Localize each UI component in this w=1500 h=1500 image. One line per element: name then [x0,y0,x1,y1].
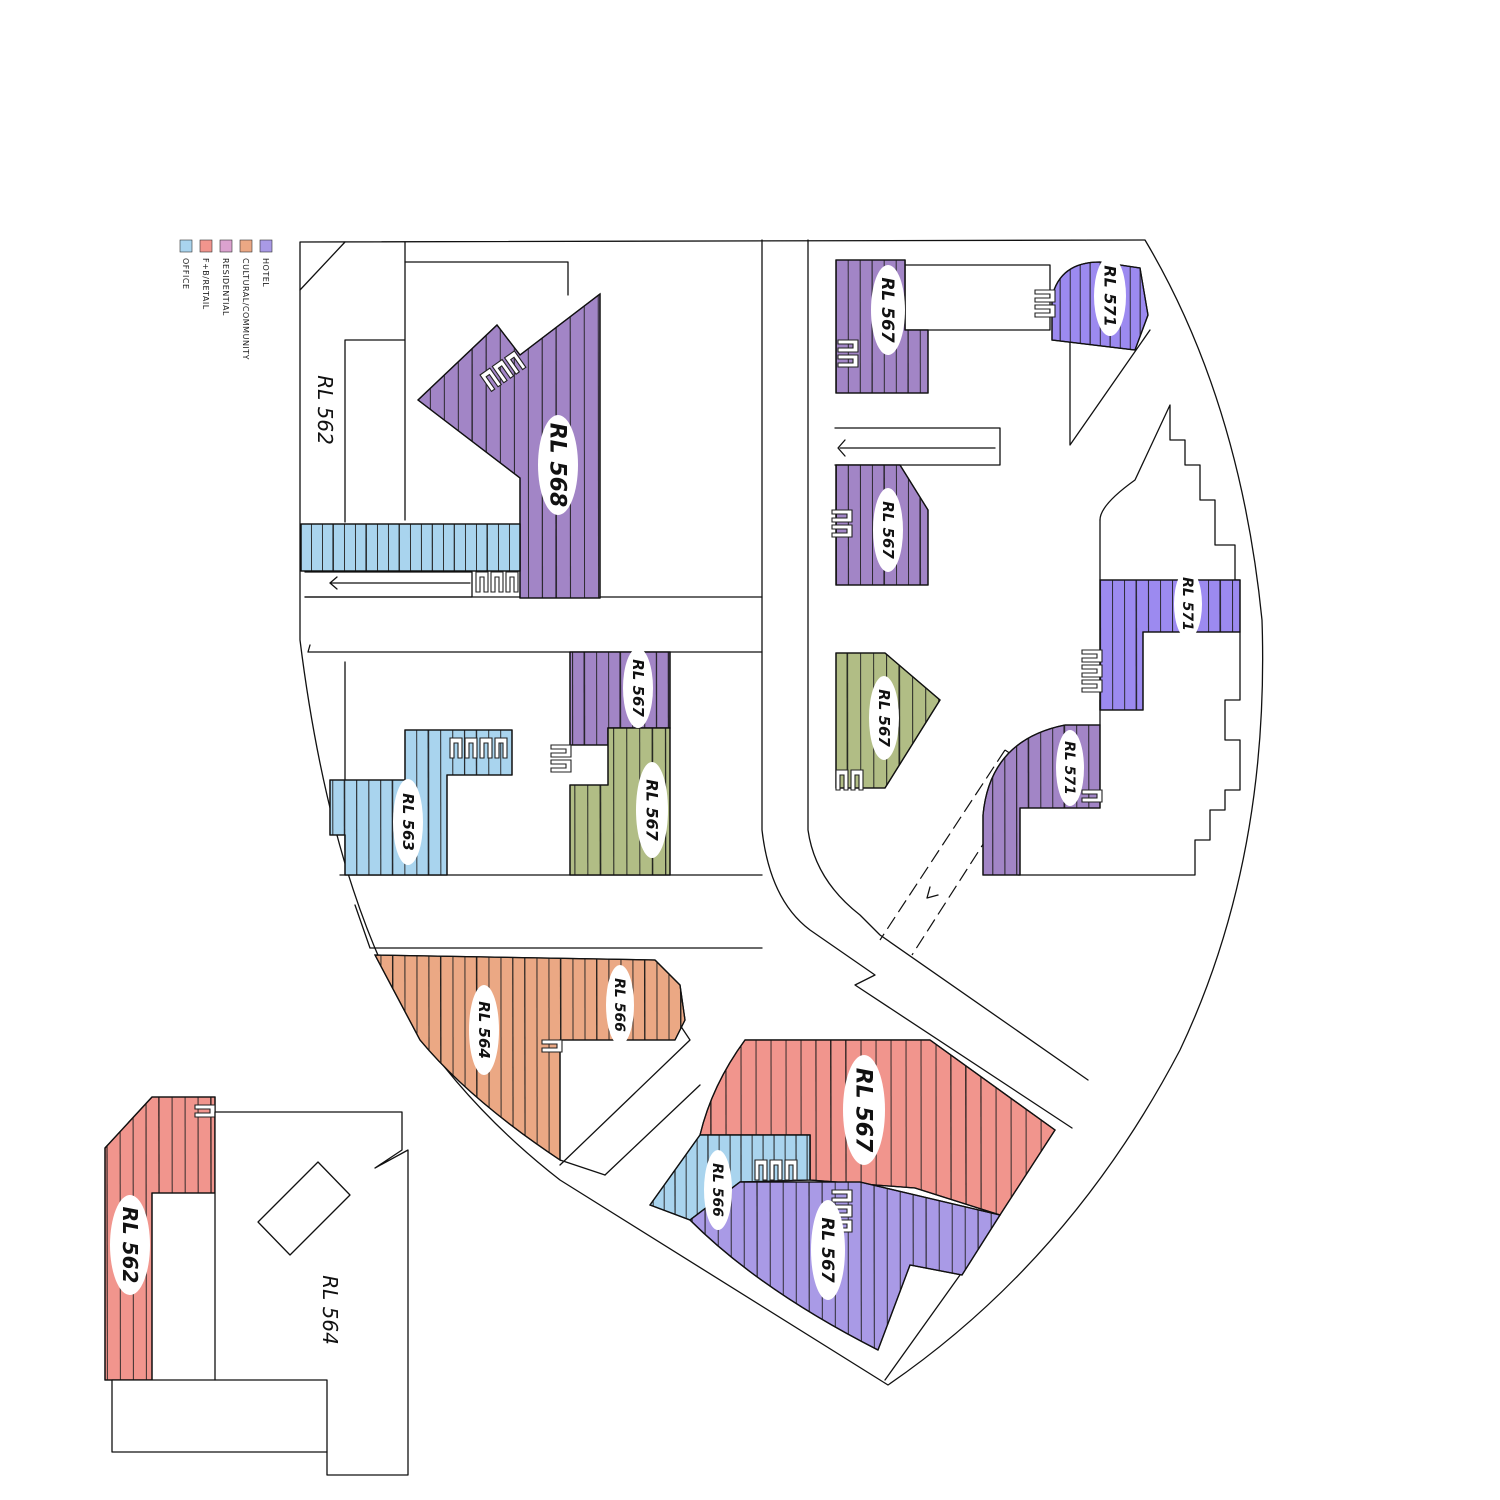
ne-stepped [1099,404,1241,581]
zone-rl571-bright [1099,579,1241,711]
label-rl562-top: RL 562 [313,375,337,445]
svg-text:RL 567: RL 567 [629,659,647,717]
ew-road-2-south [354,904,763,949]
ns-road-east [807,239,1089,1081]
legend-item-office: OFFICE [179,239,193,290]
label-rl571-ne: RL 571 [1094,256,1126,336]
label-rl564: RL 564 [469,985,499,1075]
core-11 [541,1039,563,1053]
legend-item-fb-retail: F+B/RETAIL [199,239,213,310]
legend-item-cultural: CULTURAL/COMMUNITY [239,239,253,360]
label-rl562-red: RL 562 [110,1195,150,1295]
svg-text:RL 571: RL 571 [1179,577,1195,631]
svg-text:RL 566: RL 566 [709,1163,725,1217]
svg-text:RL 567: RL 567 [642,779,661,841]
label-rl564-bldg: RL 564 [318,1275,342,1345]
svg-text:OFFICE: OFFICE [181,258,190,290]
ramp-arrow [926,886,939,899]
sw-road-b [604,1084,701,1176]
nw-block [404,241,569,296]
svg-text:RL 567: RL 567 [817,1217,837,1282]
svg-text:RL 563: RL 563 [399,793,417,851]
svg-text:HOTEL: HOTEL [261,258,270,287]
se-road-2 [884,1274,961,1381]
label-rl568: RL 568 [538,415,578,515]
detached-inner [214,1379,328,1453]
label-rl567-mid: RL 567 [873,488,903,572]
ne-lower-step [1017,519,1241,876]
core-8 [1081,789,1103,803]
ns-road-west [761,239,1073,1129]
svg-text:RL 562: RL 562 [313,375,337,445]
label-rl567-c2: RL 567 [636,762,668,858]
svg-text:RL 571: RL 571 [1061,741,1077,795]
svg-text:F+B/RETAIL: F+B/RETAIL [201,258,210,310]
svg-text:RL 567: RL 567 [850,1068,875,1153]
sw-road-a [559,1024,691,1166]
svg-text:RL 562: RL 562 [118,1207,142,1284]
core-16 [194,1104,216,1118]
legend: OFFICE F+B/RETAIL RESIDENTIAL CULTURAL/COMM… [179,239,273,360]
svg-text:RL 567: RL 567 [879,501,897,559]
label-rl566-blue: RL 566 [704,1150,732,1230]
central-dock [834,427,1001,466]
svg-text:RL 566: RL 566 [611,978,627,1032]
detached-tilted-box [257,1161,351,1256]
svg-text:RESIDENTIAL: RESIDENTIAL [221,258,230,316]
top-left-notch [299,241,346,291]
core-6 [835,769,864,791]
ne-wedge [1069,329,1151,446]
svg-text:RL 568: RL 568 [544,423,569,508]
svg-text:RL 567: RL 567 [877,277,897,342]
svg-text:CULTURAL/COMMUNITY: CULTURAL/COMMUNITY [241,258,250,360]
label-rl567-ne: RL 567 [871,265,905,355]
label-rl567-red: RL 567 [843,1055,885,1165]
west-dock-arrow [329,576,338,590]
core-3 [837,339,859,368]
zone-office-bar [300,523,521,572]
core-12 [754,1159,798,1181]
svg-text:RL 564: RL 564 [318,1275,342,1345]
west-dock [304,571,473,598]
label-rl567-green: RL 567 [869,676,899,760]
core-10 [550,744,572,773]
level-labels: RL 568 RL 562 RL 567 RL 571 RL 567 RL 567 RL 5… [110,256,1202,1345]
nw-inner [344,261,406,523]
label-rl566-top: RL 566 [606,965,634,1045]
core-5 [831,509,853,538]
detached-outline [111,1111,409,1476]
label-rl571-mid: RL 571 [1174,569,1202,639]
core-4 [1034,289,1056,318]
dock-arrow [837,439,846,457]
core-7 [1081,649,1103,693]
svg-text:RL 567: RL 567 [875,689,893,747]
svg-text:RL 564: RL 564 [475,1001,493,1059]
label-rl567-purple: RL 567 [811,1200,845,1300]
core-1 [479,350,527,393]
label-rl567-c1: RL 567 [623,648,653,728]
svg-text:RL 571: RL 571 [1100,265,1119,326]
label-rl563: RL 563 [393,779,423,865]
label-rl571-low: RL 571 [1056,730,1084,806]
core-9 [449,737,508,759]
legend-item-residential: RESIDENTIAL [219,239,233,316]
detached-building [111,1111,409,1476]
legend-item-hotel: HOTEL [259,239,273,287]
sw-road-c [559,1159,606,1176]
core-2 [475,571,519,593]
